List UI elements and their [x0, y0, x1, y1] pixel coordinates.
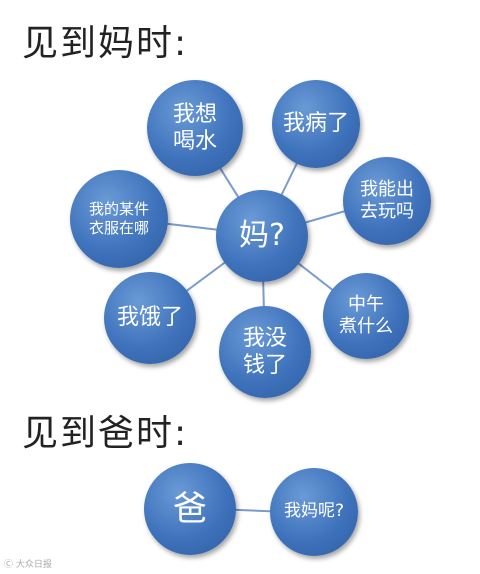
dad-heading: 见到爸时:: [22, 413, 189, 454]
bubble-water: 我想 喝水: [147, 80, 243, 176]
bubble-hungry: 我饿了: [104, 272, 196, 364]
bubble-go-play: 我能出 去玩吗: [343, 157, 431, 245]
watermark: Ⓒ 大众日报: [4, 560, 52, 570]
mom-heading: 见到妈时:: [22, 23, 189, 64]
bubble-dad-center: 爸: [144, 463, 236, 555]
bubble-lunch: 中午 煮什么: [323, 273, 409, 359]
bubble-mom-center: 妈?: [216, 190, 308, 282]
bubble-where-mom: 我妈呢?: [270, 468, 358, 556]
bubble-no-money: 我没 钱了: [219, 306, 311, 398]
bubble-clothes: 我的某件 衣服在哪: [70, 170, 168, 268]
bubble-sick: 我病了: [272, 80, 360, 168]
